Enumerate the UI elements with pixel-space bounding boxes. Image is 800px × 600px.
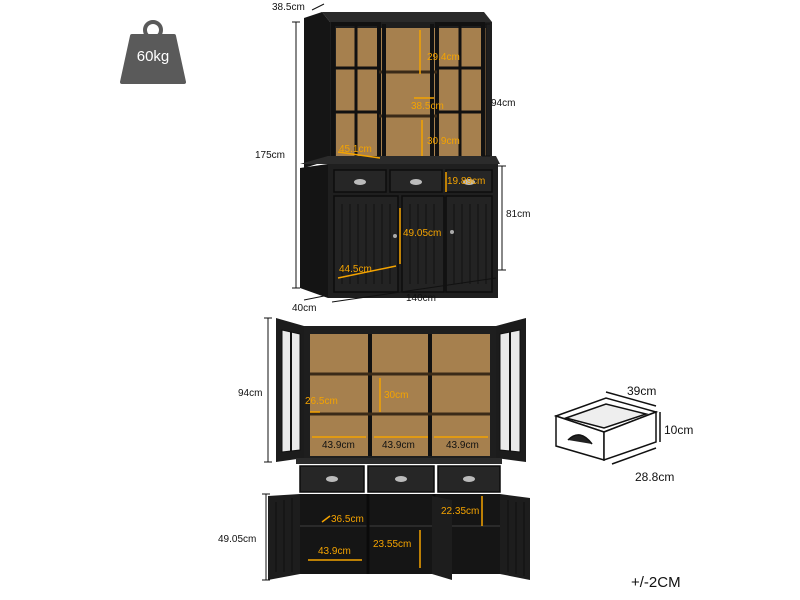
- width-total-label: 140cm: [406, 293, 437, 304]
- shelf-height-left-label: 26.5cm: [305, 396, 338, 407]
- drawer-depth-label: 28.8cm: [635, 470, 675, 484]
- weight-label: 60kg: [136, 48, 170, 65]
- height-hutch-label: 94cm: [491, 98, 516, 109]
- tolerance-note: +/-2CM: [631, 574, 681, 591]
- base-mid-height-label: 23.55cm: [373, 539, 412, 550]
- compartment-width-2-label: 43.9cm: [382, 440, 415, 451]
- open-base-width-label: 43.9cm: [318, 546, 351, 557]
- cabinet-front-view: [300, 12, 500, 298]
- shelf-height-lower-label: 30.9cm: [427, 136, 460, 147]
- drawer-diagram: [553, 391, 661, 465]
- shelf-width-mid-label: 38.5cm: [411, 101, 444, 112]
- height-total-label: 175cm: [255, 150, 286, 161]
- shelf-height-mid-label: 30cm: [384, 390, 409, 401]
- drawer-height-label: 19.89cm: [447, 176, 486, 187]
- base-right-height-label: 22.35cm: [441, 506, 480, 517]
- weight-icon: [120, 20, 186, 84]
- cabinet-open-view: [268, 318, 530, 580]
- top-accent-lines: [337, 30, 447, 279]
- shelf-height-top-label: 29.4cm: [427, 52, 460, 63]
- door-height-label: 49.05cm: [403, 228, 442, 239]
- base-width-label: 44.5cm: [339, 264, 372, 275]
- depth-top-label: 38.5cm: [272, 2, 305, 13]
- depth-bottom-label: 40cm: [292, 303, 317, 314]
- top-dimension-lines: [292, 3, 506, 303]
- open-hutch-height-label: 94cm: [238, 388, 263, 399]
- drawer-width-label: 39cm: [627, 384, 657, 398]
- shelf-width-side-label: 45.1cm: [339, 144, 372, 155]
- bottom-accent-lines: [308, 378, 488, 568]
- height-base-label: 81cm: [506, 209, 531, 220]
- base-shelf-height-label: 36.5cm: [331, 514, 364, 525]
- open-base-height-label: 49.05cm: [218, 534, 257, 545]
- compartment-width-1-label: 43.9cm: [322, 440, 355, 451]
- bottom-dimension-lines: [262, 317, 272, 581]
- compartment-width-3-label: 43.9cm: [446, 440, 479, 451]
- drawer-height-label-2: 10cm: [664, 423, 694, 437]
